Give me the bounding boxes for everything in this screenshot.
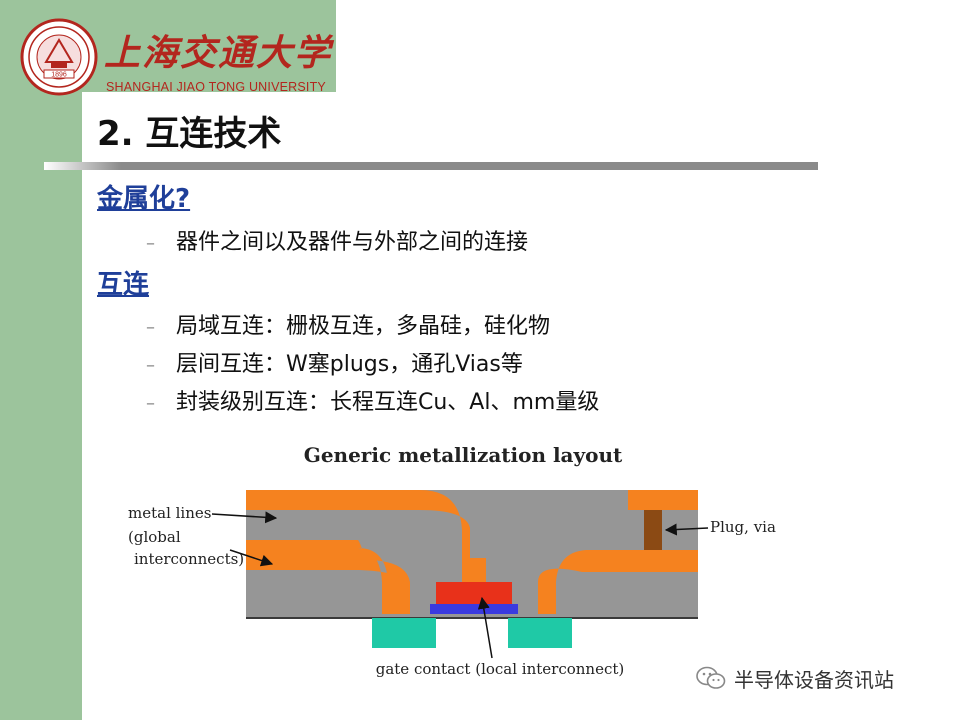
watermark: 半导体设备资讯站 xyxy=(696,662,894,694)
bullet-item: –局域互连：栅极互连，多晶硅，硅化物 xyxy=(146,308,550,340)
bullet-marker: – xyxy=(146,317,155,338)
metal-line-lower-left-body xyxy=(246,548,404,614)
bullet-marker: – xyxy=(146,233,155,254)
metallization-diagram: Generic metallization layout metal lines… xyxy=(128,443,776,678)
bullet-marker: – xyxy=(146,393,155,414)
bullet-text: 层间互连：W塞plugs，通孔Vias等 xyxy=(176,352,523,377)
school-name-english: SHANGHAI JIAO TONG UNIVERSITY xyxy=(106,80,326,94)
diffusion-region-right xyxy=(508,618,572,648)
arrow-metal-upper xyxy=(211,511,278,524)
diffusion-region-left xyxy=(372,618,436,648)
diagram-title: Generic metallization layout xyxy=(304,443,623,467)
bullet-item: –封装级别互连：长程互连Cu、Al、mm量级 xyxy=(146,384,599,416)
label-interconnects: interconnects) xyxy=(134,550,244,568)
label-metal-lines: metal lines xyxy=(128,504,211,522)
bullet-text: 局域互连：栅极互连，多晶硅，硅化物 xyxy=(176,314,551,339)
metal-line-upper xyxy=(246,490,486,582)
gate-oxide xyxy=(430,604,518,614)
label-gate-contact: gate contact (local interconnect) xyxy=(376,660,625,678)
heading-metallization: 金属化? xyxy=(97,184,191,214)
bullet-item: –器件之间以及器件与外部之间的连接 xyxy=(146,224,528,256)
metal-line-lower-right xyxy=(538,550,698,614)
via-plug xyxy=(644,510,662,550)
university-logo: 1896 上海交通大学 SHANGHAI JIAO TONG UNIVERSIT… xyxy=(16,18,338,98)
university-seal-icon: 1896 xyxy=(20,18,98,96)
bullet-text: 器件之间以及器件与外部之间的连接 xyxy=(176,230,529,255)
heading-interconnect: 互连 xyxy=(97,270,150,300)
gate-electrode xyxy=(436,582,512,604)
arrow-plug xyxy=(664,523,709,536)
label-plug-via: Plug, via xyxy=(710,518,776,536)
school-name-chinese: 上海交通大学 xyxy=(104,32,333,74)
bullet-marker: – xyxy=(146,355,155,376)
title-divider xyxy=(44,162,818,170)
wechat-icon xyxy=(696,666,726,689)
arrow-metal-lower xyxy=(229,549,274,567)
arrow-gate-contact xyxy=(477,596,493,659)
bullet-item: –层间互连：W塞plugs，通孔Vias等 xyxy=(146,346,523,378)
watermark-text: 半导体设备资讯站 xyxy=(734,667,894,692)
slide-title: 2. 互连技术 xyxy=(97,114,282,154)
left-decorative-band xyxy=(0,0,82,720)
seal-year: 1896 xyxy=(51,72,67,79)
bullet-text: 封装级别互连：长程互连Cu、Al、mm量级 xyxy=(176,390,600,415)
label-global: (global xyxy=(128,528,181,546)
metal-pad-top-right xyxy=(628,490,698,510)
